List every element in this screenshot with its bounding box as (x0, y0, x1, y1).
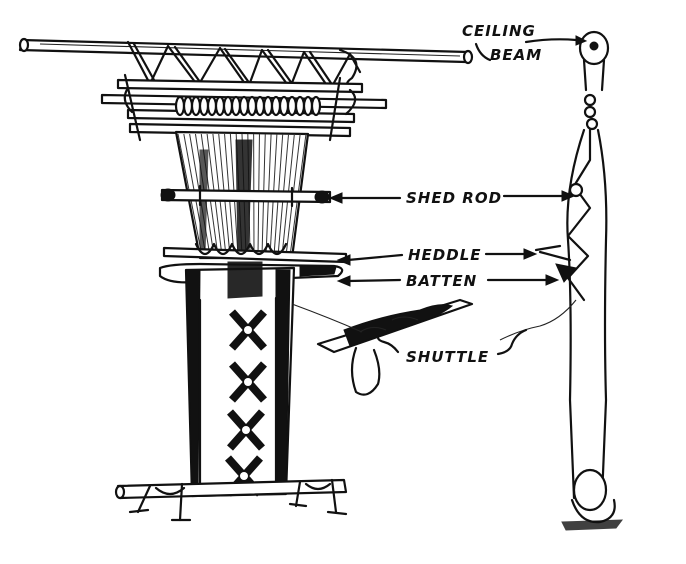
label-batten: BATTEN (406, 272, 477, 290)
label-heddle: HEDDLE (408, 246, 482, 264)
label-ceiling: CEILING (462, 22, 536, 40)
label-shuttle: SHUTTLE (406, 348, 489, 366)
floor-anchor (562, 470, 622, 530)
label-shed-rod: SHED ROD (406, 189, 502, 207)
warp-wrappings (176, 97, 320, 115)
suspension-rope (500, 32, 608, 498)
label-beam: BEAM (490, 46, 542, 64)
bottom-beam (116, 480, 346, 520)
woven-blanket (186, 262, 294, 496)
top-pole (20, 39, 472, 63)
